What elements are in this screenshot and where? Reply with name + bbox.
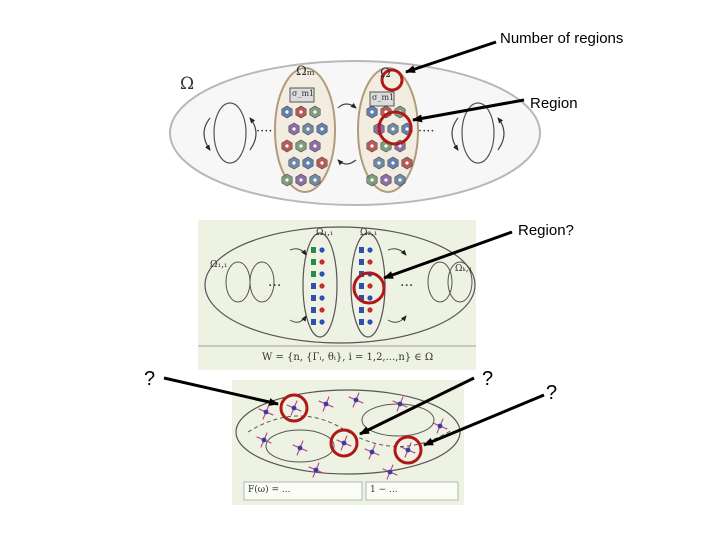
hexagon-core bbox=[292, 161, 295, 164]
hexagon-core bbox=[299, 110, 302, 113]
dot-marker bbox=[319, 283, 324, 288]
hexagon-core bbox=[405, 161, 408, 164]
hexagon-core bbox=[391, 127, 394, 130]
figure-2 bbox=[198, 220, 476, 370]
hexagon-core bbox=[299, 178, 302, 181]
square-marker bbox=[311, 283, 316, 289]
star-node bbox=[292, 406, 297, 411]
hexagon-core bbox=[398, 178, 401, 181]
dot-marker bbox=[319, 271, 324, 276]
figure1-box1-label: σ_m1 bbox=[292, 89, 314, 98]
figure2-left-label: Ω₁,₁ bbox=[210, 260, 228, 270]
square-marker bbox=[311, 295, 316, 301]
figure1-omega-sub1-label: Ωₘ bbox=[296, 64, 315, 79]
arrow-number-of-regions bbox=[406, 42, 496, 72]
hexagon-core bbox=[285, 110, 288, 113]
hexagon-core bbox=[313, 178, 316, 181]
dot-marker bbox=[367, 319, 372, 324]
hexagon-core bbox=[320, 161, 323, 164]
figure2-formula: W = {n, {Γᵢ, θᵢ}, i = 1,2,...,n} ∈ Ω bbox=[262, 352, 433, 363]
dot-marker bbox=[319, 307, 324, 312]
star-node bbox=[298, 446, 303, 451]
hexagon-core bbox=[370, 178, 373, 181]
annotation-question-middle: ? bbox=[482, 368, 493, 391]
star-node bbox=[388, 470, 393, 475]
annotation-question-left: ? bbox=[144, 368, 155, 391]
square-marker bbox=[311, 319, 316, 325]
dot-marker bbox=[367, 259, 372, 264]
figure2-ellipsis-right: ··· bbox=[400, 278, 413, 294]
annotation-question-right: ? bbox=[546, 382, 557, 405]
hexagon-core bbox=[384, 144, 387, 147]
figure1-omega-label: Ω bbox=[180, 74, 194, 94]
hexagon-core bbox=[306, 127, 309, 130]
dot-marker bbox=[319, 247, 324, 252]
annotation-region: Region bbox=[530, 95, 578, 112]
annotation-region-question: Region? bbox=[518, 222, 574, 239]
dot-marker bbox=[319, 295, 324, 300]
square-marker bbox=[311, 271, 316, 277]
square-marker bbox=[311, 259, 316, 265]
hexagon-core bbox=[292, 127, 295, 130]
dot-marker bbox=[367, 295, 372, 300]
square-marker bbox=[359, 259, 364, 265]
dot-marker bbox=[367, 307, 372, 312]
star-node bbox=[406, 448, 411, 453]
figure2-top-label-1: Ω₁,₁ bbox=[316, 228, 334, 238]
figure2-right-label: Ωₖ,₁ bbox=[455, 264, 472, 274]
figure1-ellipsis-left: ···· bbox=[256, 124, 273, 139]
figure-1 bbox=[170, 61, 540, 205]
star-node bbox=[264, 410, 269, 415]
star-node bbox=[370, 450, 375, 455]
star-node bbox=[438, 424, 443, 429]
hexagon-core bbox=[299, 144, 302, 147]
hexagon-core bbox=[405, 127, 408, 130]
figure1-outer-ellipse bbox=[170, 61, 540, 205]
dot-marker bbox=[367, 247, 372, 252]
hexagon-core bbox=[285, 144, 288, 147]
star-node bbox=[398, 402, 403, 407]
square-marker bbox=[359, 319, 364, 325]
square-marker bbox=[359, 307, 364, 313]
figure1-omega-sub2-label: Ω bbox=[380, 66, 391, 81]
dot-marker bbox=[319, 319, 324, 324]
star-node bbox=[262, 438, 267, 443]
figure1-ellipsis-right: ···· bbox=[418, 124, 435, 139]
dot-marker bbox=[367, 283, 372, 288]
square-marker bbox=[311, 247, 316, 253]
hexagon-core bbox=[320, 127, 323, 130]
figure1-box2-label: σ_m1 bbox=[372, 93, 394, 102]
figure3-formula-right: 1 − ... bbox=[370, 485, 398, 495]
annotation-number-of-regions: Number of regions bbox=[500, 30, 623, 47]
hexagon-core bbox=[391, 161, 394, 164]
star-node bbox=[314, 468, 319, 473]
hexagon-core bbox=[285, 178, 288, 181]
figure2-ellipsis-left: ··· bbox=[268, 278, 281, 294]
hexagon-core bbox=[370, 144, 373, 147]
hexagon-core bbox=[370, 110, 373, 113]
hexagon-core bbox=[306, 161, 309, 164]
dot-marker bbox=[319, 259, 324, 264]
square-marker bbox=[359, 247, 364, 253]
figure2-top-label-2: Ω₂,₁ bbox=[360, 228, 378, 238]
figure3-formula-left: F(ω) = ... bbox=[248, 485, 290, 495]
hexagon-core bbox=[313, 144, 316, 147]
square-marker bbox=[311, 307, 316, 313]
star-node bbox=[324, 402, 329, 407]
hexagon-core bbox=[384, 178, 387, 181]
hexagon-core bbox=[377, 161, 380, 164]
hexagon-core bbox=[313, 110, 316, 113]
square-marker bbox=[359, 283, 364, 289]
star-node bbox=[354, 398, 359, 403]
star-node bbox=[342, 441, 347, 446]
